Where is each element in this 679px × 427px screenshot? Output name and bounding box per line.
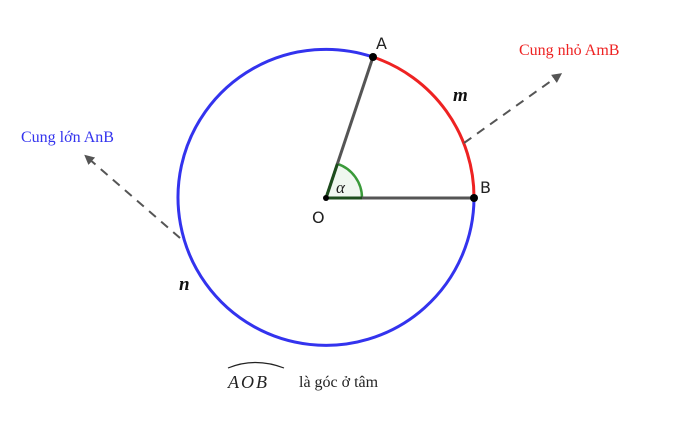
caption-text: là góc ở tâm <box>299 374 379 391</box>
point-a[interactable] <box>369 53 377 61</box>
major-arc-annotation: Cung lớn AnB <box>21 129 114 146</box>
minor-arc-amb <box>372 55 476 199</box>
minor-arc-annotation: Cung nhỏ AmB <box>519 42 619 59</box>
angle-label-alpha: α <box>336 178 346 197</box>
point-b[interactable] <box>470 194 478 202</box>
point-o[interactable] <box>323 195 329 201</box>
angle-alpha-arc <box>336 162 364 199</box>
major-arc-anb <box>176 47 476 347</box>
arc-label-n: n <box>179 274 190 295</box>
caption-angle: AOB <box>227 372 269 392</box>
arrow-to-minor-label <box>463 73 563 144</box>
radius-oa-inner <box>324 163 339 199</box>
caption-hat-icon <box>227 361 285 369</box>
label-o: O <box>312 208 325 227</box>
arrow-to-major-label <box>84 154 181 239</box>
label-a: A <box>376 34 387 53</box>
label-b: B <box>480 178 491 197</box>
arc-label-m: m <box>453 85 468 106</box>
